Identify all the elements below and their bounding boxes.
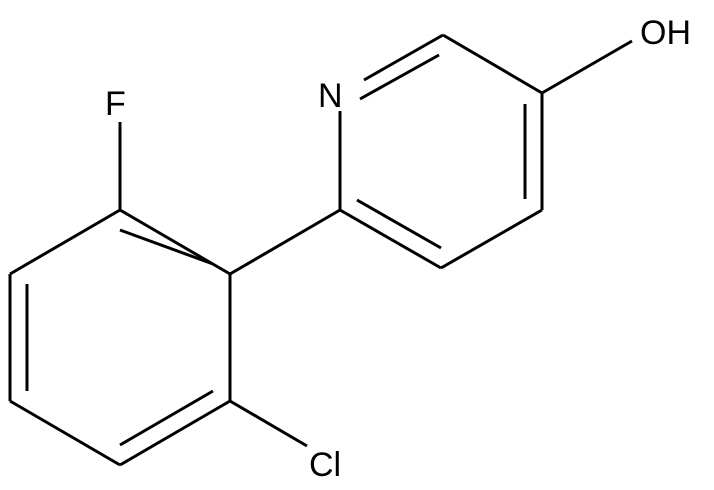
bond-biaryl	[229, 208, 341, 276]
bond-b2-b3	[9, 208, 121, 276]
bond-c5-c6-inner	[356, 198, 442, 250]
bond-b1-b2-inner	[119, 228, 214, 266]
chlorine-label: Cl	[309, 446, 341, 484]
bond-b5-b6	[119, 399, 231, 467]
bond-b1-b2	[119, 208, 231, 276]
bond-c3-oh	[541, 39, 633, 95]
fluorine-label: F	[105, 85, 126, 123]
bond-b6-cl	[229, 399, 308, 448]
nitrogen-label: N	[318, 77, 343, 115]
hydroxyl-label: OH	[640, 14, 691, 52]
bond-n-c2-inner	[359, 53, 440, 101]
bond-b5-b6-inner	[119, 389, 214, 447]
bond-c5-c6	[339, 208, 442, 270]
bond-n-c2	[363, 33, 444, 82]
bond-c2-c3	[442, 33, 543, 95]
bond-c4-c5	[440, 208, 543, 270]
bond-b4-b5	[9, 399, 121, 467]
